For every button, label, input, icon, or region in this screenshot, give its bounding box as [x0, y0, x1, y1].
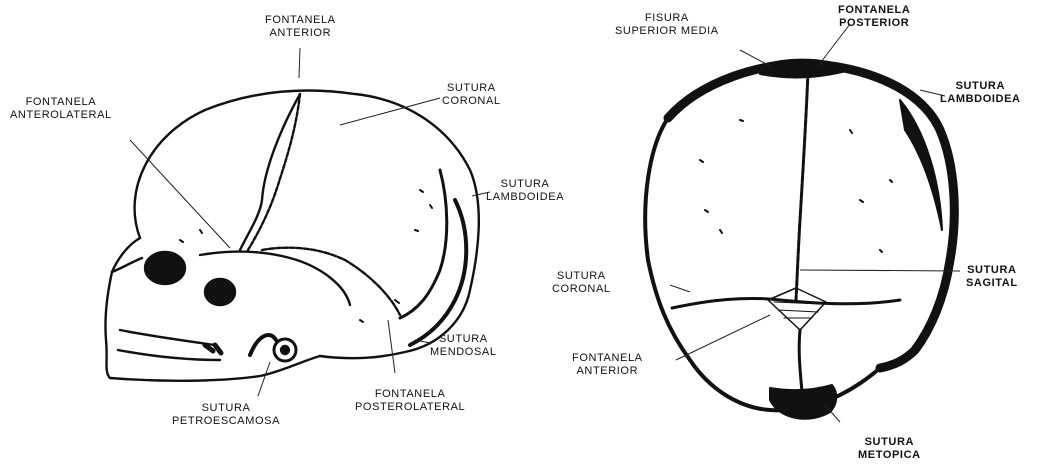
label-fisura-superior-media: FISURA SUPERIOR MEDIA — [615, 12, 719, 38]
label-line: SUTURA — [966, 264, 1018, 277]
label-line: MENDOSAL — [430, 346, 497, 359]
label-line: FONTANELA — [355, 388, 465, 401]
label-sutura-lambdoidea-superior: SUTURA LAMBDOIDEA — [940, 80, 1021, 106]
label-fontanela-posterior: FONTANELA POSTERIOR — [838, 4, 910, 30]
label-line: ANTERIOR — [265, 27, 336, 40]
label-line: FONTANELA — [572, 352, 643, 365]
label-line: SUPERIOR MEDIA — [615, 25, 719, 38]
label-line: FONTANELA — [838, 4, 910, 17]
label-line: POSTEROLATERAL — [355, 401, 465, 414]
label-line: SUTURA — [858, 436, 921, 449]
label-fontanela-anterior-superior: FONTANELA ANTERIOR — [572, 352, 643, 378]
label-line: ANTERIOR — [572, 365, 643, 378]
label-line: FISURA — [615, 12, 719, 25]
label-line: FONTANELA — [265, 14, 336, 27]
label-sutura-mendosal: SUTURA MENDOSAL — [430, 333, 497, 359]
label-line: SUTURA — [552, 270, 611, 283]
label-fontanela-posterolateral: FONTANELA POSTEROLATERAL — [355, 388, 465, 414]
label-sutura-petroescamosa: SUTURA PETROESCAMOSA — [172, 402, 280, 428]
label-line: FONTANELA — [10, 96, 112, 109]
label-line: ANTEROLATERAL — [10, 109, 112, 122]
label-line: SAGITAL — [966, 277, 1018, 290]
label-sutura-lambdoidea-lateral: SUTURA LAMBDOIDEA — [486, 178, 564, 204]
label-line: SUTURA — [172, 402, 280, 415]
label-line: SUTURA — [486, 178, 564, 191]
label-sutura-metopica: SUTURA METOPICA — [858, 436, 921, 462]
label-line: LAMBDOIDEA — [486, 191, 564, 204]
label-sutura-coronal-superior: SUTURA CORONAL — [552, 270, 611, 296]
label-line: SUTURA — [430, 333, 497, 346]
label-line: SUTURA — [442, 82, 501, 95]
lateral-skull-drawing — [105, 91, 478, 381]
label-line: POSTERIOR — [838, 17, 910, 30]
label-line: LAMBDOIDEA — [940, 93, 1021, 106]
label-fontanela-anterior-lateral: FONTANELA ANTERIOR — [265, 14, 336, 40]
label-fontanela-anterolateral: FONTANELA ANTEROLATERAL — [10, 96, 112, 122]
label-line: CORONAL — [552, 283, 611, 296]
label-line: CORONAL — [442, 95, 501, 108]
label-line: METOPICA — [858, 449, 921, 462]
label-line: PETROESCAMOSA — [172, 415, 280, 428]
label-sutura-coronal-lateral: SUTURA CORONAL — [442, 82, 501, 108]
superior-skull-drawing — [645, 60, 954, 419]
label-line: SUTURA — [940, 80, 1021, 93]
label-sutura-sagital: SUTURA SAGITAL — [966, 264, 1018, 290]
